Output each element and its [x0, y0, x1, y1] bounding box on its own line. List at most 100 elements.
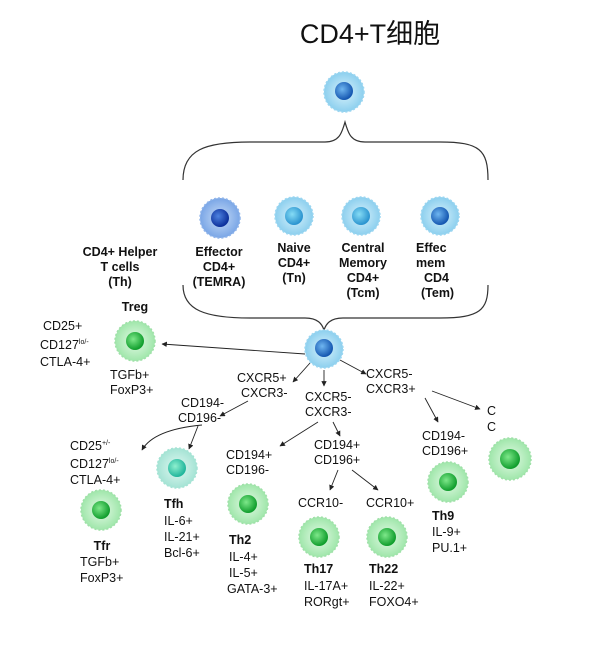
cut-c-2: C — [487, 420, 496, 434]
tfr-marker-1-sup: +/- — [102, 440, 111, 447]
tfr-marker-1-text: CD25 — [70, 439, 102, 453]
cd194pos196pos-line-2: CD196+ — [314, 453, 360, 467]
cd194pos196pos-line-1: CD194+ — [314, 438, 360, 452]
naive-line-1: Naive — [277, 241, 310, 255]
tfr-cell — [80, 489, 122, 531]
temra-line-2: CD4+ — [203, 260, 235, 274]
tem-label: Effec mem CD4 (Tem) — [416, 241, 454, 300]
cut-right-cell — [488, 437, 532, 481]
cd194pos196neg-line-2: CD196- — [226, 463, 269, 477]
cxcr5neg-line-2: CXCR3- — [305, 405, 352, 419]
cd194neg-line-2: CD196- — [178, 411, 221, 425]
tem-line-1: Effec — [416, 241, 447, 255]
th9-cell — [427, 461, 469, 503]
tem-line-4: (Tem) — [421, 286, 454, 300]
arrow-to-cxcr5 — [292, 362, 311, 383]
cxcr3pos-line-1: CXCR5- — [366, 367, 413, 381]
th2-marker-3: GATA-3+ — [227, 582, 278, 596]
arrow-to-th9-branch — [424, 397, 439, 423]
treg-marker-2: CD127lo/- — [40, 338, 89, 352]
arrow-to-ccr10neg — [329, 469, 339, 491]
arrow-to-cut-branch — [431, 390, 481, 410]
th2-marker-2: IL-5+ — [229, 566, 258, 580]
temra-label: Effector CD4+ (TEMRA) — [193, 245, 246, 289]
treg-marker-2-text: CD127 — [40, 338, 79, 352]
temra-line-3: (TEMRA) — [193, 275, 246, 289]
tem-line-3: CD4 — [424, 271, 449, 285]
th9-marker-2: PU.1+ — [432, 541, 467, 555]
naive-cell — [274, 196, 314, 236]
th2-name: Th2 — [229, 533, 251, 547]
tfh-name: Tfh — [164, 497, 183, 511]
tcm-line-1: Central — [341, 241, 384, 255]
naive-line-3: (Tn) — [282, 271, 306, 285]
tcm-line-3: CD4+ — [347, 271, 379, 285]
top-brace — [182, 119, 489, 181]
arrow-to-tfr — [141, 424, 203, 451]
tfr-marker-2-text: CD127 — [70, 457, 109, 471]
cut-c-1: C — [487, 404, 496, 418]
cd194neg196pos-line-2: CD196+ — [422, 444, 468, 458]
tfh-marker-2: IL-21+ — [164, 530, 200, 544]
helper-label: CD4+ Helper T cells (Th) — [83, 245, 158, 289]
treg-marker-1: CD25+ — [43, 319, 82, 333]
tcm-line-4: (Tcm) — [346, 286, 379, 300]
cd194neg196pos-line-1: CD194- — [422, 429, 465, 443]
tfh-marker-1: IL-6+ — [164, 514, 193, 528]
th22-marker-1: IL-22+ — [369, 579, 405, 593]
naive-line-2: CD4+ — [278, 256, 310, 270]
naive-label: Naive CD4+ (Tn) — [277, 241, 310, 285]
tfr-marker-3: CTLA-4+ — [70, 473, 120, 487]
tem-line-2: mem — [416, 256, 445, 270]
th22-marker-2: FOXO4+ — [369, 595, 419, 609]
th22-cell — [366, 516, 408, 558]
arrow-to-th2-branch — [279, 421, 319, 447]
cd194pos196neg-line-1: CD194+ — [226, 448, 272, 462]
th17-marker-1: IL-17A+ — [304, 579, 348, 593]
helper-line-3: (Th) — [108, 275, 132, 289]
treg-name: Treg — [122, 300, 148, 314]
tcm-line-2: Memory — [339, 256, 387, 270]
tfh-marker-3: Bcl-6+ — [164, 546, 200, 560]
tfh-cell — [156, 447, 198, 489]
arrow-to-ccr10pos — [351, 469, 379, 491]
th17-name: Th17 — [304, 562, 333, 576]
cxcr5neg-line-1: CXCR5- — [305, 390, 352, 404]
th2-marker-1: IL-4+ — [229, 550, 258, 564]
th9-name: Th9 — [432, 509, 454, 523]
ccr10neg-label: CCR10- — [298, 496, 343, 510]
th22-name: Th22 — [369, 562, 398, 576]
temra-cell — [199, 197, 241, 239]
tfr-name: Tfr — [94, 539, 111, 553]
arrow-to-th17-branch — [332, 421, 341, 437]
temra-line-1: Effector — [195, 245, 242, 259]
th9-marker-1: IL-9+ — [432, 525, 461, 539]
treg-bottom-2: FoxP3+ — [110, 383, 153, 397]
tfr-marker-2-sup: lo/- — [109, 458, 119, 465]
th17-marker-2: RORgt+ — [304, 595, 350, 609]
treg-marker-3: CTLA-4+ — [40, 355, 90, 369]
arrow-to-treg — [161, 341, 306, 355]
treg-cell — [114, 320, 156, 362]
tcm-cell — [341, 196, 381, 236]
cxcr5-line-1: CXCR5+ — [237, 371, 287, 385]
treg-bottom-1: TGFb+ — [110, 368, 149, 382]
th2-cell — [227, 483, 269, 525]
tfr-bottom-2: FoxP3+ — [80, 571, 123, 585]
tfr-bottom-1: TGFb+ — [80, 555, 119, 569]
page-title: CD4+T细胞 — [300, 19, 440, 49]
ccr10pos-label: CCR10+ — [366, 496, 414, 510]
th-central-cell — [304, 329, 344, 369]
cd194neg-line-1: CD194- — [181, 396, 224, 410]
arrow-to-cxcr3pos — [339, 359, 367, 375]
top-cd4-cell — [323, 71, 365, 113]
tem-cell — [420, 196, 460, 236]
th17-cell — [298, 516, 340, 558]
cxcr3pos-line-2: CXCR3+ — [366, 382, 416, 396]
cxcr5-line-2: CXCR3- — [241, 386, 288, 400]
tcm-label: Central Memory CD4+ (Tcm) — [339, 241, 387, 300]
tfr-marker-1: CD25+/- — [70, 439, 111, 453]
treg-marker-2-sup: lo/- — [79, 339, 89, 346]
tfr-marker-2: CD127lo/- — [70, 457, 119, 471]
